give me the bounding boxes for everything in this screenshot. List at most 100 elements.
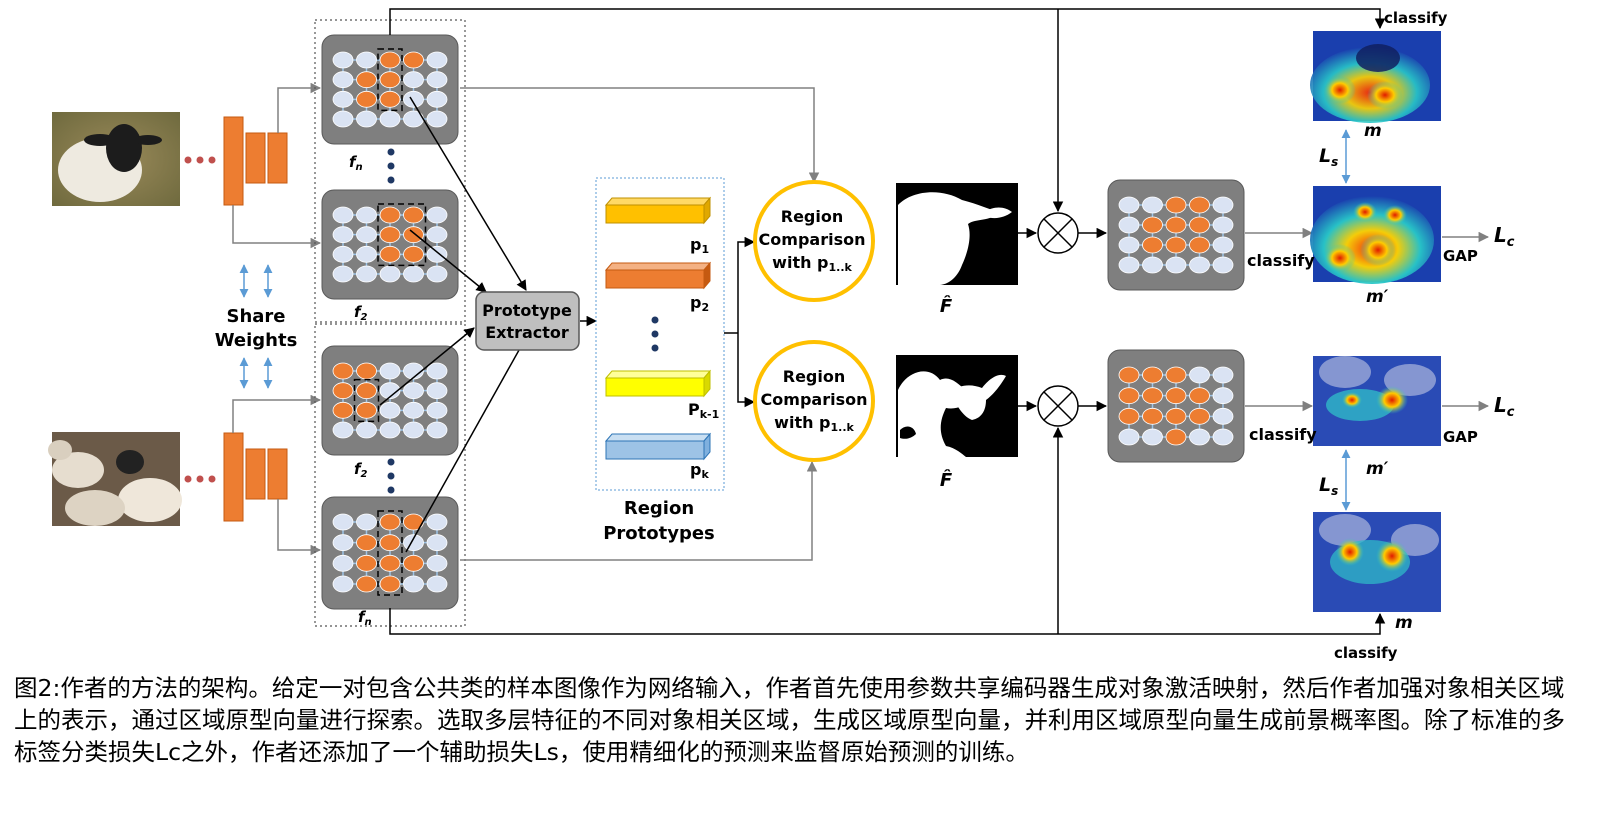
feature-node-active	[403, 51, 424, 69]
feature-node	[332, 51, 354, 69]
region-selection-box	[377, 48, 403, 112]
share-weights-label-1: Share	[226, 306, 285, 327]
feature-node	[356, 206, 377, 224]
feature-node	[332, 534, 354, 552]
region-comparison-top-label-3: with p1..k	[772, 253, 852, 274]
feature-node	[403, 382, 424, 400]
region-prototypes-label-2: Prototypes	[603, 523, 715, 544]
feature-node-active	[1142, 366, 1163, 384]
feature-node	[1142, 428, 1163, 446]
label-pk1: Pk-1	[688, 400, 719, 421]
feature-node-active	[1189, 196, 1210, 214]
region-prototypes-box	[595, 177, 725, 491]
feature-node-active	[356, 71, 377, 89]
feature-node	[332, 421, 354, 439]
ls-label-top: Ls	[1319, 145, 1338, 169]
feature-node	[1118, 256, 1140, 274]
feature-node-active	[356, 362, 377, 380]
input-image-sheep-single	[52, 112, 180, 206]
label-fn-top: fn	[349, 153, 363, 173]
feature-node	[356, 245, 377, 263]
feature-node	[1118, 236, 1140, 254]
feature-node-active	[403, 206, 424, 224]
feature-node	[1165, 256, 1187, 274]
feature-node-active	[1165, 196, 1187, 214]
share-weights-arrows	[239, 264, 273, 389]
label-p2: p2	[690, 293, 709, 314]
feature-node	[356, 226, 377, 244]
feature-node	[1212, 236, 1234, 254]
feature-node	[356, 51, 377, 69]
feature-node	[1118, 428, 1140, 446]
gap-label-top: GAP	[1443, 247, 1478, 265]
feature-node	[332, 265, 354, 283]
prototype-extractor-label-2: Extractor	[485, 323, 569, 342]
feature-node	[332, 575, 354, 593]
feature-map-bottom-f2	[321, 345, 459, 456]
feature-node	[426, 51, 448, 69]
feature-node	[426, 226, 448, 244]
multiply-to-refined-arrows	[1078, 227, 1108, 412]
feature-node	[426, 554, 448, 572]
prototype-vector-p1	[604, 196, 712, 225]
label-f2-top: f2	[354, 303, 368, 323]
feature-to-comparison-lines	[460, 87, 820, 561]
feature-node-active	[1165, 428, 1187, 446]
feature-node	[426, 575, 448, 593]
feature-node-active	[403, 226, 424, 244]
feature-node	[1212, 366, 1234, 384]
feature-node-active	[403, 554, 424, 572]
feature-node-active	[1142, 387, 1163, 405]
heatmap-m-prime-top	[1310, 186, 1441, 284]
feature-node-active	[1165, 407, 1187, 425]
region-comparison-top-label-1: Region	[781, 207, 844, 226]
m-prime-label-bottom: m′	[1366, 459, 1389, 479]
feature-node	[426, 245, 448, 263]
multiply-operator-bottom	[1037, 385, 1079, 427]
region-selection-box	[353, 378, 380, 423]
feature-node	[403, 90, 424, 108]
label-pk: pk	[690, 460, 709, 481]
feature-node	[332, 513, 354, 531]
feature-node	[1212, 407, 1234, 425]
lc-label-top: Lc	[1494, 223, 1515, 250]
feature-node-active	[379, 575, 401, 593]
prototype-extractor-label-1: Prototype	[482, 301, 572, 320]
feature-node	[426, 265, 448, 283]
foreground-mask-bottom	[896, 355, 1018, 457]
feature-node	[379, 421, 401, 439]
figure-caption: 图2:作者的方法的架构。给定一对包含公共类的样本图像作为网络输入，作者首先使用参…	[14, 674, 1565, 766]
feature-node	[332, 554, 354, 572]
region-comparison-bottom	[753, 340, 875, 462]
ls-label-bottom: Ls	[1319, 474, 1338, 498]
encoder-top	[223, 116, 288, 206]
feature-node	[1212, 196, 1234, 214]
feature-node	[403, 71, 424, 89]
multiply-operator-top	[1037, 212, 1079, 254]
feature-node	[1212, 387, 1234, 405]
feature-node	[332, 226, 354, 244]
feature-node-active	[1142, 236, 1163, 254]
feature-node	[403, 401, 424, 419]
feature-node-active	[1189, 236, 1210, 254]
classify-label-refined-bottom: classify	[1249, 425, 1317, 444]
feature-node-active	[379, 71, 401, 89]
prototype-ellipsis	[651, 316, 659, 352]
feature-node	[356, 265, 377, 283]
feature-node-active	[356, 534, 377, 552]
feature-node-active	[1165, 387, 1187, 405]
feature-node	[332, 90, 354, 108]
feature-node	[1142, 196, 1163, 214]
classify-label-bottom-right: classify	[1334, 644, 1398, 662]
feature-node	[403, 265, 424, 283]
feature-node	[426, 534, 448, 552]
feature-node-active	[379, 90, 401, 108]
ellipsis-dots-top	[184, 156, 216, 164]
feature-node	[379, 401, 401, 419]
feature-map-top-f2	[321, 189, 459, 300]
feature-node	[1189, 428, 1210, 446]
m-prime-label-top: m′	[1366, 287, 1389, 307]
feature-node	[379, 362, 401, 380]
feature-node	[379, 110, 401, 128]
feature-node-active	[1189, 216, 1210, 234]
